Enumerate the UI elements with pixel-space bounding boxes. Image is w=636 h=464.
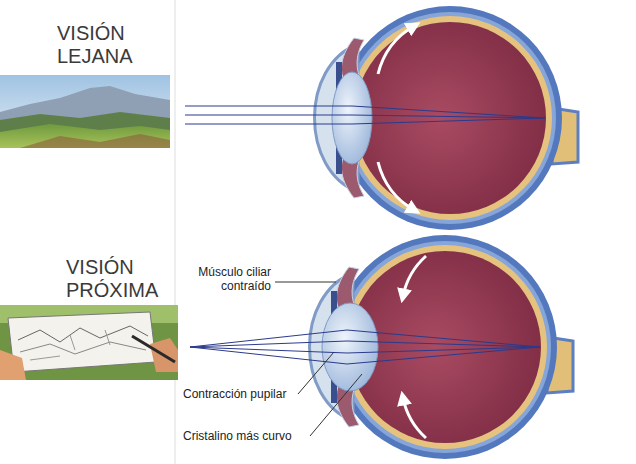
divider-line — [175, 0, 176, 464]
eye-far — [185, 6, 578, 230]
view-heading: VISIÓN PRÓXIMA — [66, 256, 170, 302]
landscape-photo — [0, 75, 170, 148]
sketch-photo — [0, 305, 178, 380]
part-label: Músculo ciliar contraído — [178, 266, 271, 294]
part-label: Contracción pupilar — [183, 388, 301, 402]
view-heading: VISIÓN LEJANA — [57, 22, 157, 68]
leader-lines — [275, 282, 362, 436]
part-label: Cristalino más curvo — [183, 430, 311, 444]
